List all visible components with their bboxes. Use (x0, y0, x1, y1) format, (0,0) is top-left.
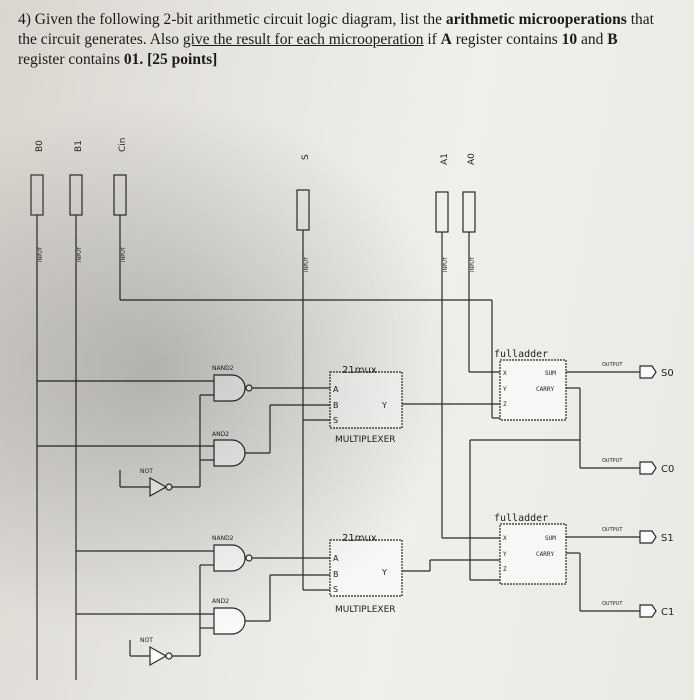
fulladder-0-title: fulladder (494, 349, 548, 360)
label-nand-1: NAND2 (212, 535, 234, 542)
input-pin-s (296, 189, 310, 265)
label-s: S (301, 154, 311, 160)
svg-text:INPUT: INPUT (121, 246, 127, 262)
label-and-0: AND2 (212, 431, 229, 438)
svg-text:X: X (503, 535, 507, 542)
svg-text:CARRY: CARRY (536, 551, 554, 558)
svg-text:S: S (333, 416, 338, 425)
not-gate-1 (149, 645, 173, 667)
label-b1: B1 (74, 140, 84, 152)
svg-text:Y: Y (381, 568, 387, 577)
question-text: 4) Given the following 2-bit arithmetic … (18, 11, 654, 68)
not-gate-0 (149, 476, 173, 498)
output-pin-c0 (639, 461, 657, 475)
mux-1-title: 21mux (342, 533, 377, 544)
label-and-1: AND2 (212, 598, 229, 605)
svg-text:SUM: SUM (545, 535, 556, 542)
svg-text:A: A (333, 385, 339, 394)
svg-text:INPUT: INPUT (470, 256, 476, 272)
nand-gate-0 (213, 374, 253, 402)
question-number: 4) (18, 11, 31, 28)
label-c0: C0 (661, 464, 674, 475)
fulladder-1-title: fulladder (494, 513, 548, 524)
label-nand-0: NAND2 (212, 365, 234, 372)
label-s1: S1 (661, 533, 674, 544)
svg-text:B: B (333, 570, 339, 579)
label-c1: C1 (661, 607, 674, 618)
input-pin-a0 (462, 191, 476, 265)
label-b0: B0 (35, 140, 45, 152)
label-s0: S0 (661, 368, 674, 379)
svg-text:OUTPUT: OUTPUT (602, 527, 623, 533)
svg-text:Y: Y (503, 386, 507, 393)
mux-1 (329, 539, 403, 597)
mux-1-footer: MULTIPLEXER (335, 605, 396, 615)
svg-text:CARRY: CARRY (536, 386, 554, 393)
svg-text:INPUT: INPUT (38, 246, 44, 262)
svg-text:OUTPUT: OUTPUT (602, 458, 623, 464)
and-gate-1 (213, 607, 246, 635)
label-not-1: NOT (140, 637, 153, 644)
input-pin-a1 (435, 191, 449, 265)
output-pin-c1 (566, 552, 657, 618)
svg-text:OUTPUT: OUTPUT (602, 362, 623, 368)
svg-text:Y: Y (503, 551, 507, 558)
output-pin-s0 (620, 365, 657, 379)
svg-text:Y: Y (381, 401, 387, 410)
svg-text:B: B (333, 401, 339, 410)
mux-0-footer: MULTIPLEXER (335, 435, 396, 445)
svg-text:Z: Z (503, 566, 507, 573)
svg-text:INPUT: INPUT (443, 256, 449, 272)
mux-0 (329, 371, 403, 429)
label-cin: Cin (118, 138, 128, 153)
svg-text:S: S (333, 585, 338, 594)
label-not-0: NOT (140, 468, 153, 475)
points-label: [25 points] (147, 51, 218, 68)
svg-text:A: A (333, 554, 339, 563)
label-a1: A1 (440, 153, 450, 165)
svg-text:OUTPUT: OUTPUT (602, 601, 623, 607)
svg-text:INPUT: INPUT (304, 256, 310, 272)
fulladder-0 (499, 359, 567, 421)
svg-text:SUM: SUM (545, 370, 556, 377)
mux-0-title: 21mux (342, 365, 377, 376)
label-a0: A0 (467, 153, 477, 165)
svg-text:X: X (503, 370, 507, 377)
svg-text:Z: Z (503, 401, 507, 408)
and-gate-0 (213, 439, 246, 467)
svg-text:INPUT: INPUT (77, 246, 83, 262)
fulladder-1 (499, 523, 567, 585)
nand-gate-1 (213, 544, 253, 572)
